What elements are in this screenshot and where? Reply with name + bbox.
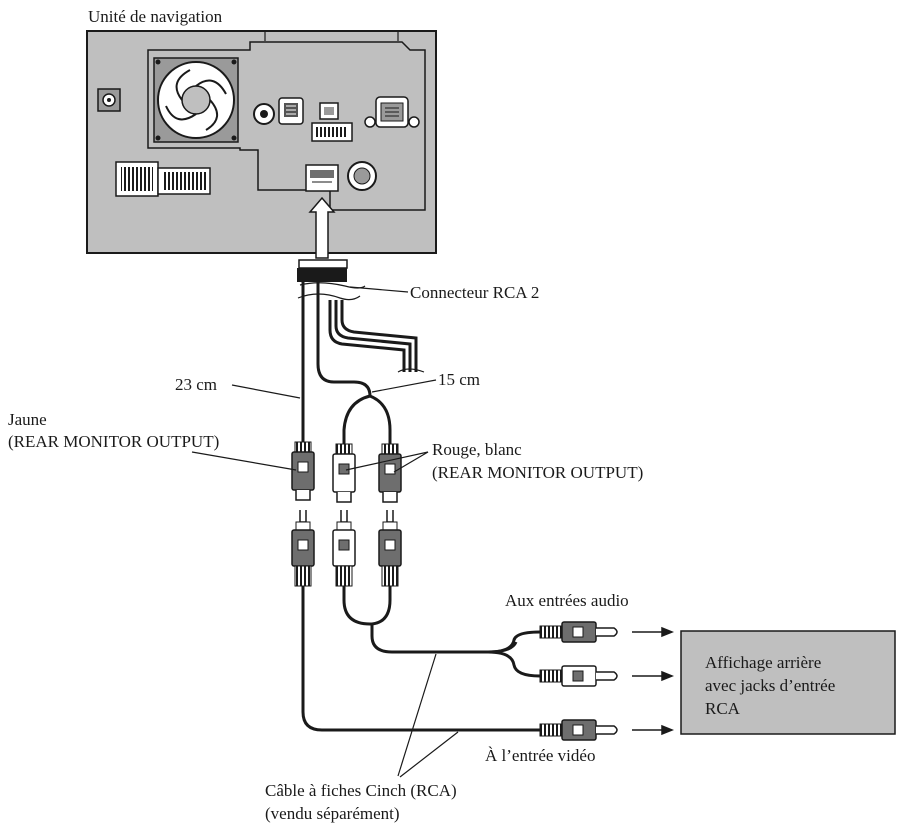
ribbon-connector-icon xyxy=(311,122,353,142)
red-white-label-line1: Rouge, blanc xyxy=(432,440,522,459)
antenna-jack-icon xyxy=(253,103,275,125)
rca2-connector xyxy=(297,259,425,373)
audio-plug-2-icon xyxy=(539,665,618,687)
len-23-label: 23 cm xyxy=(175,375,217,394)
yellow-leader xyxy=(191,451,297,471)
mini-din-port-icon xyxy=(278,97,304,125)
jack-yellow-icon xyxy=(291,441,315,501)
round-port-icon xyxy=(347,161,377,191)
arrow-right-icon xyxy=(632,626,675,736)
len-23-leader xyxy=(231,384,301,399)
rca-connector-leader xyxy=(349,286,409,293)
red-white-label-line2: (REAR MONITOR OUTPUT) xyxy=(432,463,643,482)
cooling-fan-icon xyxy=(153,57,239,143)
output-wires xyxy=(301,282,392,444)
jack-white-icon xyxy=(332,443,356,503)
rear-display-line1: Affichage arrière xyxy=(705,653,821,672)
nav-unit-label: Unité de navigation xyxy=(88,7,223,26)
cinch-cables xyxy=(301,586,541,732)
power-connector-icon xyxy=(115,161,211,197)
plug-white-icon xyxy=(332,510,356,587)
video-input-label: À l’entrée vidéo xyxy=(485,746,595,765)
multi-pin-connector-icon xyxy=(364,96,420,128)
audio-plug-1-icon xyxy=(539,621,618,643)
insert-arrow-icon xyxy=(308,196,336,259)
cable-label-line1: Câble à fiches Cinch (RCA) xyxy=(265,781,457,800)
rear-display-line2: avec jacks d’entrée xyxy=(705,676,835,695)
jack-red-icon xyxy=(378,443,402,503)
yellow-label-line1: Jaune xyxy=(8,410,47,429)
yellow-label-line2: (REAR MONITOR OUTPUT) xyxy=(8,432,219,451)
cable-leader-b xyxy=(399,731,459,778)
video-plug-icon xyxy=(539,719,618,741)
red-white-leader-a xyxy=(345,451,429,471)
audio-inputs-label: Aux entrées audio xyxy=(505,591,629,610)
dc-jack-icon xyxy=(97,88,121,112)
small-port-icon xyxy=(319,102,339,120)
plug-video-icon xyxy=(291,510,315,587)
rca-connector-label: Connecteur RCA 2 xyxy=(410,283,539,302)
len-15-leader xyxy=(371,379,437,393)
cable-label-line2: (vendu séparément) xyxy=(265,804,400,823)
rear-display-line3: RCA xyxy=(705,699,741,718)
red-white-leader-b xyxy=(393,451,429,473)
plug-red-icon xyxy=(378,510,402,587)
navigation-unit: Unité de navigation xyxy=(86,7,437,254)
rear-display-box: Affichage arrière avec jacks d’entrée RC… xyxy=(680,630,896,735)
len-15-label: 15 cm xyxy=(438,370,480,389)
nav-unit-panel xyxy=(86,30,437,254)
rca2-socket-icon xyxy=(305,164,339,192)
cable-leader-a xyxy=(397,653,437,777)
